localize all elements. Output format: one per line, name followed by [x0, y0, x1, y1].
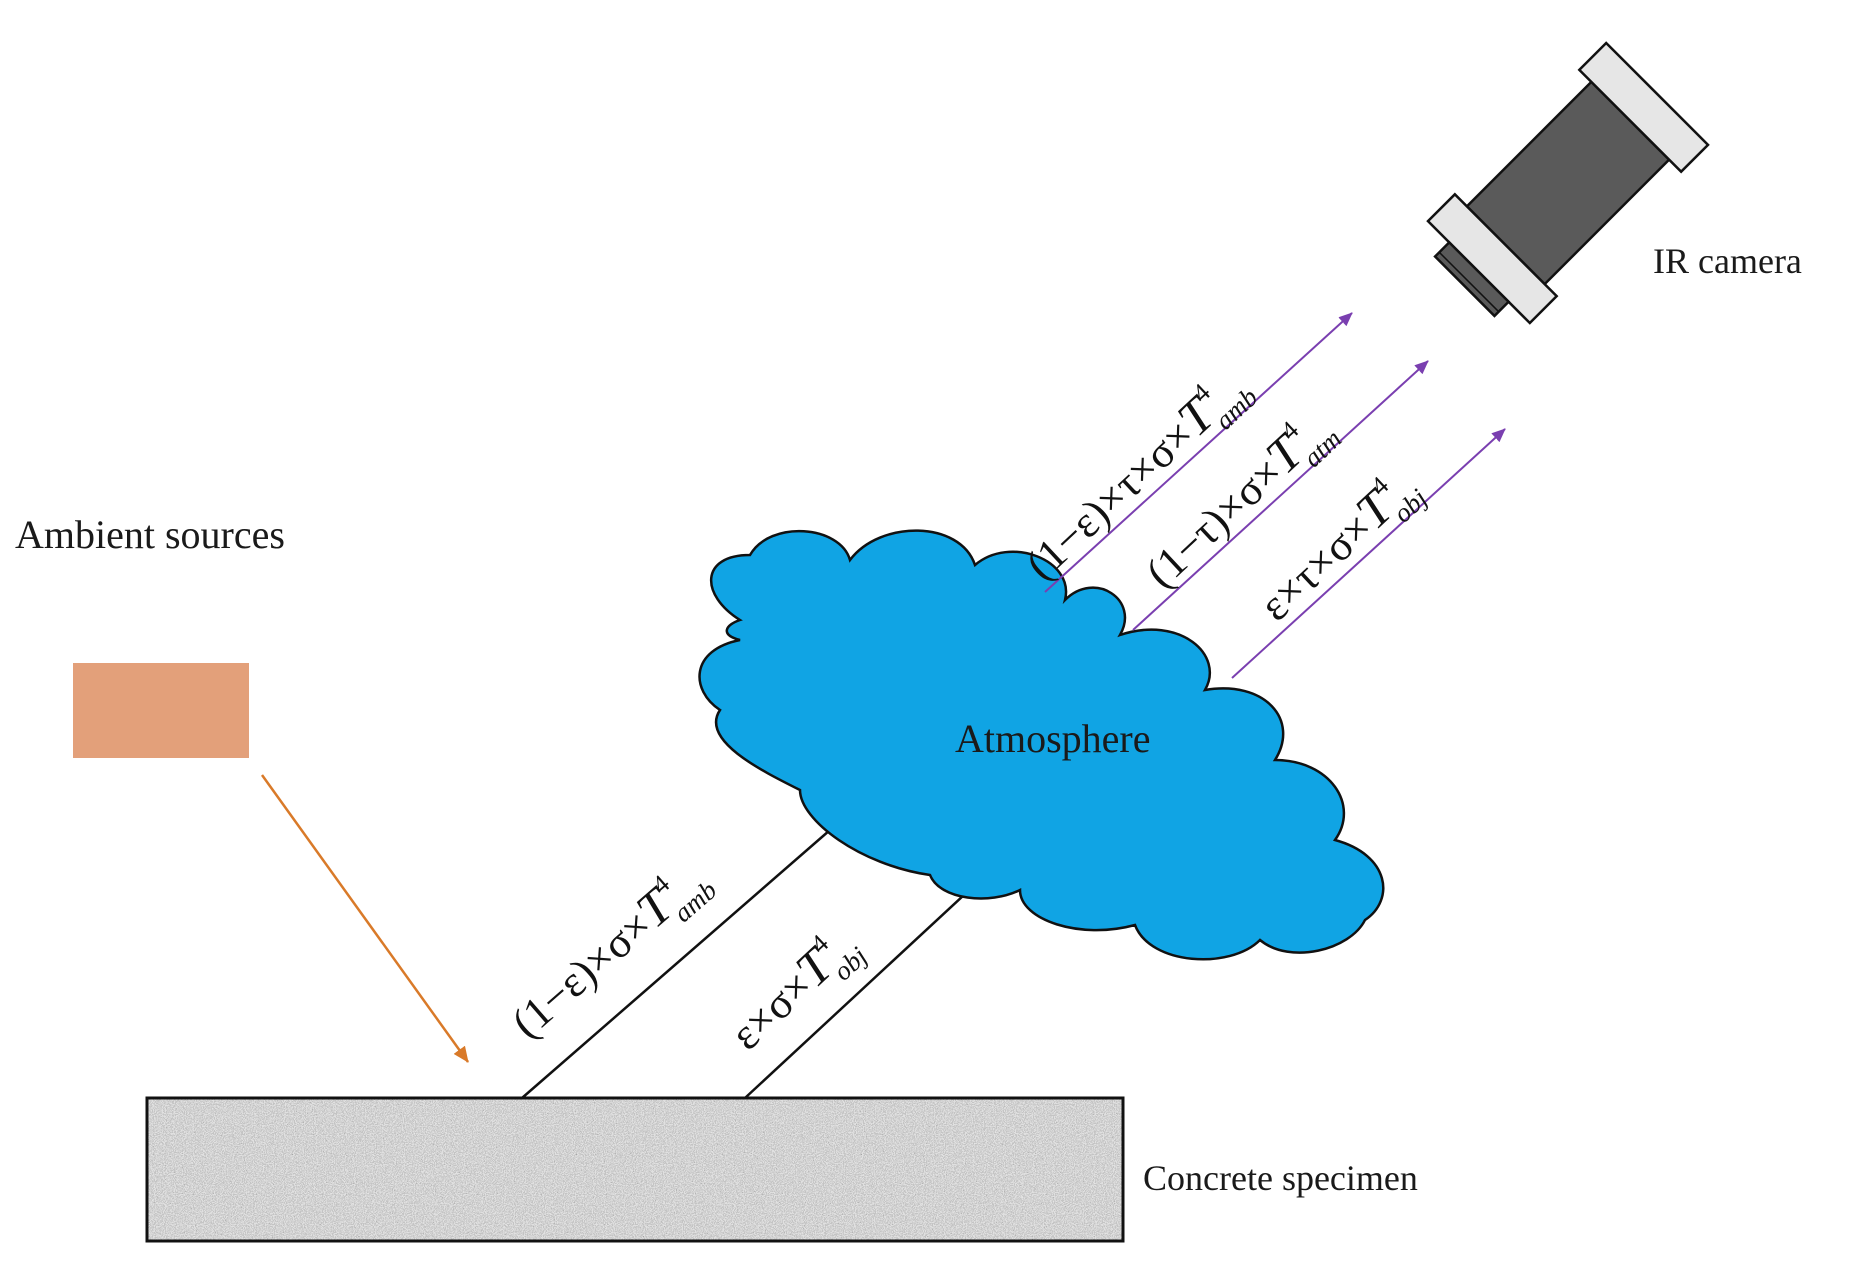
ambient-sources-label: Ambient sources [15, 512, 285, 557]
concrete-block-icon [145, 1096, 1125, 1243]
ambient-source-icon [73, 663, 249, 758]
cloud-icon [698, 529, 1385, 961]
atmosphere-label: Atmosphere [955, 716, 1151, 761]
emitted-surface-equation: ε×σ×T4obj [717, 915, 873, 1066]
reflected-to-camera-arrow [1044, 312, 1353, 593]
incident-radiation-arrow [260, 774, 470, 1063]
concrete-specimen-label: Concrete specimen [1143, 1158, 1418, 1198]
atmosphere-to-camera-arrow [1132, 360, 1429, 631]
ir-camera-label: IR camera [1653, 241, 1802, 281]
emitted-radiation-arrow [744, 881, 979, 1099]
reflected-radiation-arrow [521, 809, 854, 1099]
ir-camera-icon [1426, 41, 1710, 325]
emitted-to-camera-arrow [1231, 428, 1506, 679]
